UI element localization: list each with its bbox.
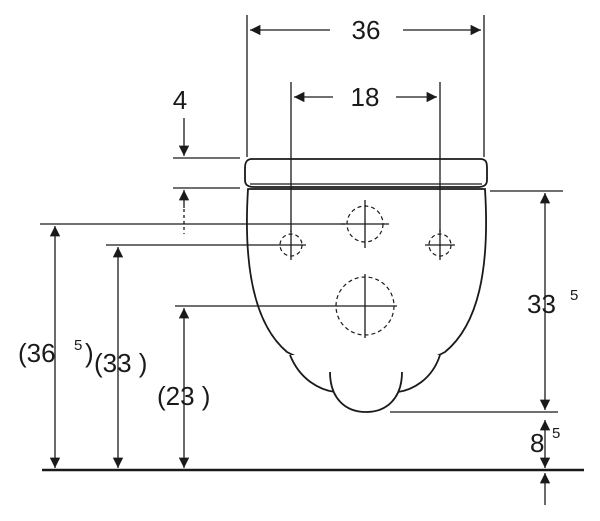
dim-base-offset-main: 8 <box>530 428 544 458</box>
dim-base-offset-sup: 5 <box>552 425 560 442</box>
extension-lines <box>40 15 563 413</box>
dim-height-total-close: ) <box>85 338 94 368</box>
dim-height-total-main: (36 <box>18 338 56 368</box>
dim-height-outlet: (23 ) <box>157 381 210 411</box>
dim-height-total-sup: 5 <box>74 337 82 354</box>
dim-height-supply: (33 ) <box>94 348 147 378</box>
dim-width-total: 36 <box>352 15 381 45</box>
dim-depth-right-sup: 5 <box>570 287 578 304</box>
dim-seat-thickness: 4 <box>173 85 187 115</box>
seat-lid <box>244 158 488 188</box>
outlet-cup <box>329 371 403 413</box>
mounting-holes <box>276 200 455 338</box>
bowl-shape <box>246 188 487 371</box>
dim-hole-spacing: 18 <box>351 82 380 112</box>
toilet-outline <box>244 158 488 413</box>
dim-depth-right-main: 33 <box>527 289 556 319</box>
dimension-arrows <box>49 24 551 505</box>
